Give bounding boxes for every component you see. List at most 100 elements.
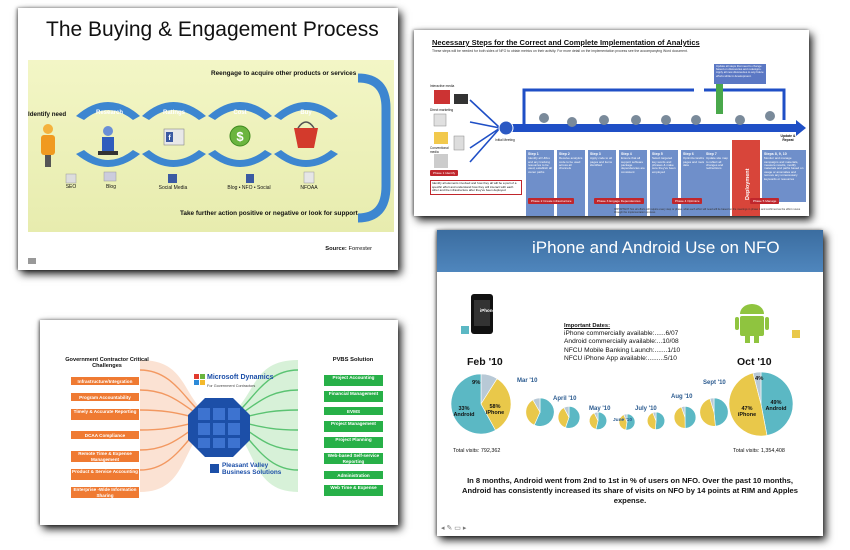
pie-month-7-slice-iphone [713, 397, 729, 427]
initial-meeting-label: Initial Meeting [495, 138, 515, 142]
challenge-item-4: DCAA Compliance [70, 430, 140, 440]
phase-2: Phase 2 Create infrastructure [528, 198, 575, 204]
right-title: PVBS Solution [332, 357, 374, 363]
step-text-2: Receive analytics code to be used across… [559, 156, 583, 171]
month-jul: July '10 [635, 406, 657, 412]
identify-need-label: Identify need [28, 111, 67, 118]
month-mar: Mar '10 [517, 378, 538, 384]
pie-month-2-slice-other [563, 406, 570, 418]
sublabel-blog: Blog [105, 184, 116, 190]
svg-text:$: $ [236, 129, 244, 144]
stage-cost: Cost [233, 110, 247, 116]
step-text-3: Apply code to all pages and items identi… [590, 156, 613, 167]
solution-item-8: Web Time & Expense [323, 484, 384, 497]
step-icon-3 [599, 115, 609, 125]
end-android-pct: 49% Android [765, 400, 787, 412]
pie-month-4-slice-iphone [625, 413, 636, 431]
android-robot-icon [735, 304, 769, 343]
date-2: Android commercially available:...10/08 [564, 338, 679, 346]
traffic-light-icon [716, 74, 723, 114]
loop-arrow [522, 88, 786, 124]
important-dates: Important Dates: iPhone commercially ava… [564, 322, 680, 363]
microsoft-logo-icon [194, 374, 205, 385]
step-icon-6 [691, 115, 701, 125]
research-icon [98, 126, 118, 155]
step-title-4: Step 4 [621, 152, 632, 156]
arc-research [76, 102, 140, 120]
interactive-media-icon [434, 90, 450, 104]
start-android-pct: 33% Android [453, 406, 475, 418]
pie-month-6-slice-other [681, 406, 686, 418]
stage-buy: Buy [300, 110, 312, 116]
monthly-pies [525, 397, 729, 431]
challenge-item-5: Remote Time & Expense Management [70, 450, 140, 463]
month-may: May '10 [589, 406, 611, 412]
nfo-header: iPhone and Android Use on NFO [437, 230, 823, 272]
solution-item-7: Administration [323, 470, 384, 480]
slide-buying-process: The Buying & Engagement Process [18, 8, 398, 270]
pie-month-7-slice-android [699, 398, 716, 427]
arc-cost [208, 102, 272, 120]
phase-4: Phase 4 Optimize [672, 198, 703, 204]
left-label-interactive: Interactive media [430, 84, 455, 88]
pie-month-3-slice-other [593, 411, 599, 421]
important-dates-title: Important Dates: [564, 323, 611, 329]
update-note-box [714, 64, 766, 84]
iphone-device-label: iPhone [480, 308, 496, 313]
source-value: Forrester [348, 246, 372, 252]
end-other-pct: 4% [755, 376, 764, 382]
start-other-pct: 9% [472, 380, 481, 386]
analytics-intro: These steps will be needed for both side… [432, 49, 688, 53]
billboard-icon [434, 154, 448, 168]
further-arrow [357, 158, 391, 223]
pie-month-5-slice-other [652, 411, 657, 421]
phase-1: Phase 1 Identify [430, 170, 459, 176]
iphone-device-icon [471, 294, 493, 334]
step-text-5: Select targeted key words and phrases & … [652, 156, 676, 174]
analytics-title: Necessary Steps for the Correct and Comp… [432, 38, 700, 47]
globe-icon [188, 398, 250, 457]
pie-oct-slice-iphone [760, 371, 794, 436]
sublabel-social-media: Social Media [158, 185, 188, 191]
step-title-3: Step 3 [590, 152, 601, 156]
total-visits-start: Total visits: 792,362 [453, 448, 501, 454]
step-text-4: Ensure that all support software package… [621, 156, 645, 174]
date-1: iPhone commercially available:......6/07 [564, 330, 679, 338]
big-pies [450, 371, 794, 437]
update-repeat-label: Update & Repeat [780, 134, 796, 142]
initial-meeting-icon [498, 120, 514, 136]
challenge-item-2: Program Accountability [70, 392, 140, 402]
person-icon [41, 124, 55, 167]
date-4: NFCU iPhone App available:.........5/10 [564, 354, 677, 362]
phase-5: Phase 5 Manage [750, 198, 780, 204]
pie-oct-slice-other [752, 371, 762, 405]
pie-feb-slice-iphone [450, 373, 496, 435]
pie-month-4-slice-android [618, 414, 628, 431]
pie-month-6-slice-android [673, 406, 686, 429]
social-media-icon [168, 174, 177, 183]
month-jun: June '10 [613, 418, 633, 423]
further-action-label: Take further action positive or negative… [180, 210, 358, 217]
step-title-8: Steps 8, 9, 10 [764, 152, 787, 156]
stage-ratings: Ratings [162, 110, 185, 116]
pie-month-6-slice-iphone [684, 406, 697, 429]
svg-text:f: f [168, 135, 171, 142]
slide-pvbs: Government Contractor Critical Challenge… [40, 320, 398, 525]
ms-dynamics-brand: Microsoft Dynamics [207, 374, 274, 381]
start-month-label: Feb '10 [467, 356, 503, 368]
deployment-band [732, 140, 760, 216]
nfo-summary: In 8 months, Android went from 2nd to 1s… [461, 476, 799, 505]
ratings-icon: f [163, 128, 185, 146]
challenge-item-6: Product & Service Accounting [70, 468, 140, 481]
slide-nav-icons[interactable]: ◂ ✎ ▭ ▸ [441, 525, 467, 532]
process-diagram: f $ [28, 73, 391, 264]
sublabel-seo: SEO [65, 184, 77, 190]
blog-icon [103, 171, 117, 182]
nfo-title: iPhone and Android Use on NFO [532, 238, 780, 257]
solution-item-3: EVMS [323, 406, 384, 416]
left-label-direct: Direct marketing [430, 108, 454, 112]
direct-marketing-icon [433, 113, 447, 127]
tv-icon [454, 94, 468, 104]
